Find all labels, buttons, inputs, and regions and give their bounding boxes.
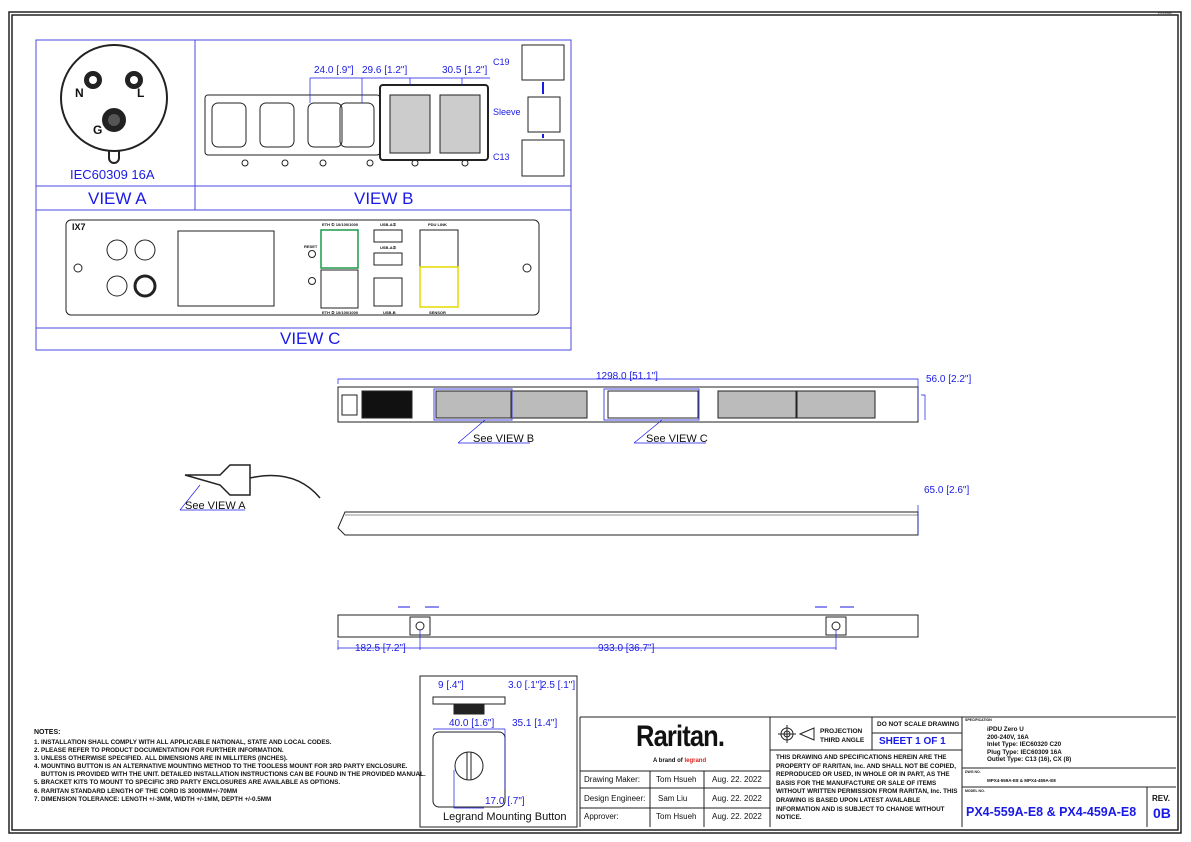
name-3: Tom Hsueh: [656, 812, 697, 821]
notes-title: NOTES:: [34, 729, 61, 736]
sleeve-label: Sleeve: [493, 107, 521, 117]
notes-list: 1. INSTALLATION SHALL COMPLY WITH ALL AP…: [34, 739, 426, 804]
note-item: 1. INSTALLATION SHALL COMPLY WITH ALL AP…: [34, 739, 332, 746]
pin-label-n: N: [75, 86, 84, 100]
mb-dim-3: 2.5 [.1"]: [541, 680, 576, 691]
role-2: Design Engineer:: [584, 794, 646, 803]
mounting-button-detail: [419, 675, 578, 828]
dwg-no: MPX4-559A-E8 & MPX4-459A-E8: [987, 778, 1056, 783]
note-item: 6. RARITAN STANDARD LENGTH OF THE CORD I…: [34, 787, 238, 795]
mb-dim-1: 9 [.4"]: [438, 680, 464, 691]
see-view-b: See VIEW B: [473, 433, 535, 445]
note-item: 7. DIMENSION TOLERANCE: LENGTH +/-3MM, W…: [34, 795, 272, 803]
model-no: PX4-559A-E8 & PX4-459A-E8: [966, 805, 1137, 819]
disclaimer: THIS DRAWING AND SPECIFICATIONS HEREIN A…: [776, 754, 958, 822]
dim-b-3: 30.5 [1.2"]: [442, 65, 488, 76]
width-dim: 1298.0 [51.1"]: [596, 371, 658, 382]
usb-a2-label: USB-A②: [380, 245, 397, 250]
dwg-label: DWG NO.: [965, 770, 981, 774]
see-view-c: See VIEW C: [646, 433, 708, 445]
mb-dim-6: 17.0 [.7"]: [485, 796, 525, 807]
sheet-label: SHEET 1 OF 1: [879, 736, 946, 747]
date-3: Aug. 22. 2022: [712, 812, 762, 821]
projection-label: PROJECTION THIRD ANGLE: [820, 728, 865, 744]
rev-label: REV.: [1152, 794, 1170, 803]
logo-ix7: IX7: [72, 222, 86, 232]
height-dim: 65.0 [2.6"]: [924, 485, 970, 496]
outlet-strip-view-b: [204, 44, 565, 177]
brand-sub-text: A brand of: [653, 758, 683, 764]
c19-label: C19: [493, 57, 510, 67]
rev-value: 0B: [1153, 805, 1171, 821]
rear-dim-left: 182.5 [7.2"]: [355, 643, 406, 654]
view-b-label: VIEW B: [354, 189, 414, 208]
third-angle-projection-icon: [778, 725, 815, 743]
pin-label-l: L: [137, 86, 145, 100]
dim-lines-view-b: [309, 77, 490, 103]
spec-line: Plug Type: IEC60309 16A: [987, 748, 1062, 756]
spec-label: SPECIFICATION: [965, 718, 992, 722]
spec-line: 200-240V, 16A: [987, 733, 1029, 741]
views-frame: [35, 39, 572, 351]
note-item: 4. MOUNTING BUTTON IS AN ALTERNATIVE MOU…: [34, 763, 426, 779]
sensor-label: SENSOR: [429, 310, 446, 315]
rear-dim-span: 933.0 [36.7"]: [598, 643, 655, 654]
control-panel-view-c: [65, 219, 540, 316]
spec-list: iPDU Zero U 200-240V, 16A Inlet Type: IE…: [987, 726, 1071, 764]
mounting-button-title: Legrand Mounting Button: [443, 811, 567, 823]
mb-dim-4: 40.0 [1.6"]: [449, 718, 495, 729]
dim-b-2: 29.6 [1.2"]: [362, 65, 408, 76]
c13-label: C13: [493, 152, 510, 162]
sheet-border: [8, 11, 1182, 834]
mb-dim-5: 35.1 [1.4"]: [512, 718, 558, 729]
name-2: Sam Liu: [658, 794, 688, 803]
role-3: Approver:: [584, 812, 619, 821]
role-1: Drawing Maker:: [584, 775, 641, 784]
eth1-label: ETH ① 10/100/1000: [322, 222, 359, 227]
spec-line: Inlet Type: IEC60320 C20: [987, 741, 1062, 749]
date-1: Aug. 22. 2022: [712, 775, 762, 784]
note-item: 2. PLEASE REFER TO PRODUCT DOCUMENTATION…: [34, 747, 284, 755]
dim-b-1: 24.0 [.9"]: [314, 65, 354, 76]
mb-dim-2: 3.0 [.1"]: [508, 680, 543, 691]
pdu-rear-view: [337, 606, 919, 650]
name-1: Tom Hsueh: [656, 775, 697, 784]
depth-dim: 56.0 [2.2"]: [926, 374, 972, 385]
no-scale-label: DO NOT SCALE DRAWING: [877, 721, 960, 728]
pdu-front-view: [337, 378, 926, 444]
title-block-lines: [579, 716, 1176, 827]
date-2: Aug. 22. 2022: [712, 794, 762, 803]
note-item: 3. UNLESS OTHERWISE SPECIFIED. ALL DIMEN…: [34, 755, 288, 763]
plug-face-view-a: [60, 44, 168, 164]
pdu-side-view: [179, 464, 919, 536]
pdu-link-label: PDU LINK: [428, 222, 447, 227]
usb-b-label: USB-B: [383, 310, 396, 315]
eth2-label: ETH ② 10/100/1000: [322, 310, 359, 315]
legrand-logo: legrand: [684, 758, 707, 764]
note-item: 5. BRACKET KITS TO MOUNT TO SPECIFIC 3RD…: [34, 779, 341, 787]
usb-a1-label: USB-A①: [380, 222, 397, 227]
sheet-code: PX4-559A: [1158, 11, 1172, 15]
reset-label: RESET: [304, 244, 318, 249]
spec-line: Outlet Type: C13 (16), CX (8): [987, 756, 1072, 764]
model-label: MODEL NO.: [965, 789, 985, 793]
pin-label-g: G: [93, 123, 103, 137]
spec-line: iPDU Zero U: [987, 726, 1024, 733]
view-a-label: VIEW A: [88, 189, 147, 208]
brand-sub: A brand of legrand: [653, 758, 706, 764]
see-view-a: See VIEW A: [185, 500, 246, 512]
raritan-logo: Raritan.: [636, 720, 725, 753]
view-c-label: VIEW C: [280, 329, 341, 348]
plug-name: IEC60309 16A: [70, 167, 155, 182]
